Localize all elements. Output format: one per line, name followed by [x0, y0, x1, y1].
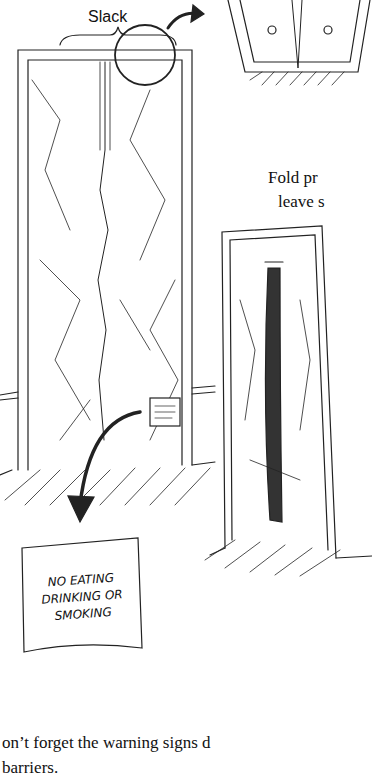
- wall-sign: [68, 398, 180, 522]
- sign-text: NO EATING DRINKING OR SMOKING: [24, 568, 139, 627]
- inset-note: Fold pr: [268, 168, 318, 188]
- sign-outline: [22, 538, 142, 652]
- caption: on’t forget the warning signs d barriers…: [2, 730, 242, 776]
- inset-detail: [228, 0, 370, 85]
- warning-sign: NO EATING DRINKING OR SMOKING: [23, 544, 142, 650]
- door-frame-left: [0, 50, 215, 505]
- slack-label: Slack: [88, 8, 127, 26]
- door-frame-right: [205, 226, 372, 576]
- slack-callout: [60, 5, 204, 85]
- inset-note: leave s: [278, 192, 325, 212]
